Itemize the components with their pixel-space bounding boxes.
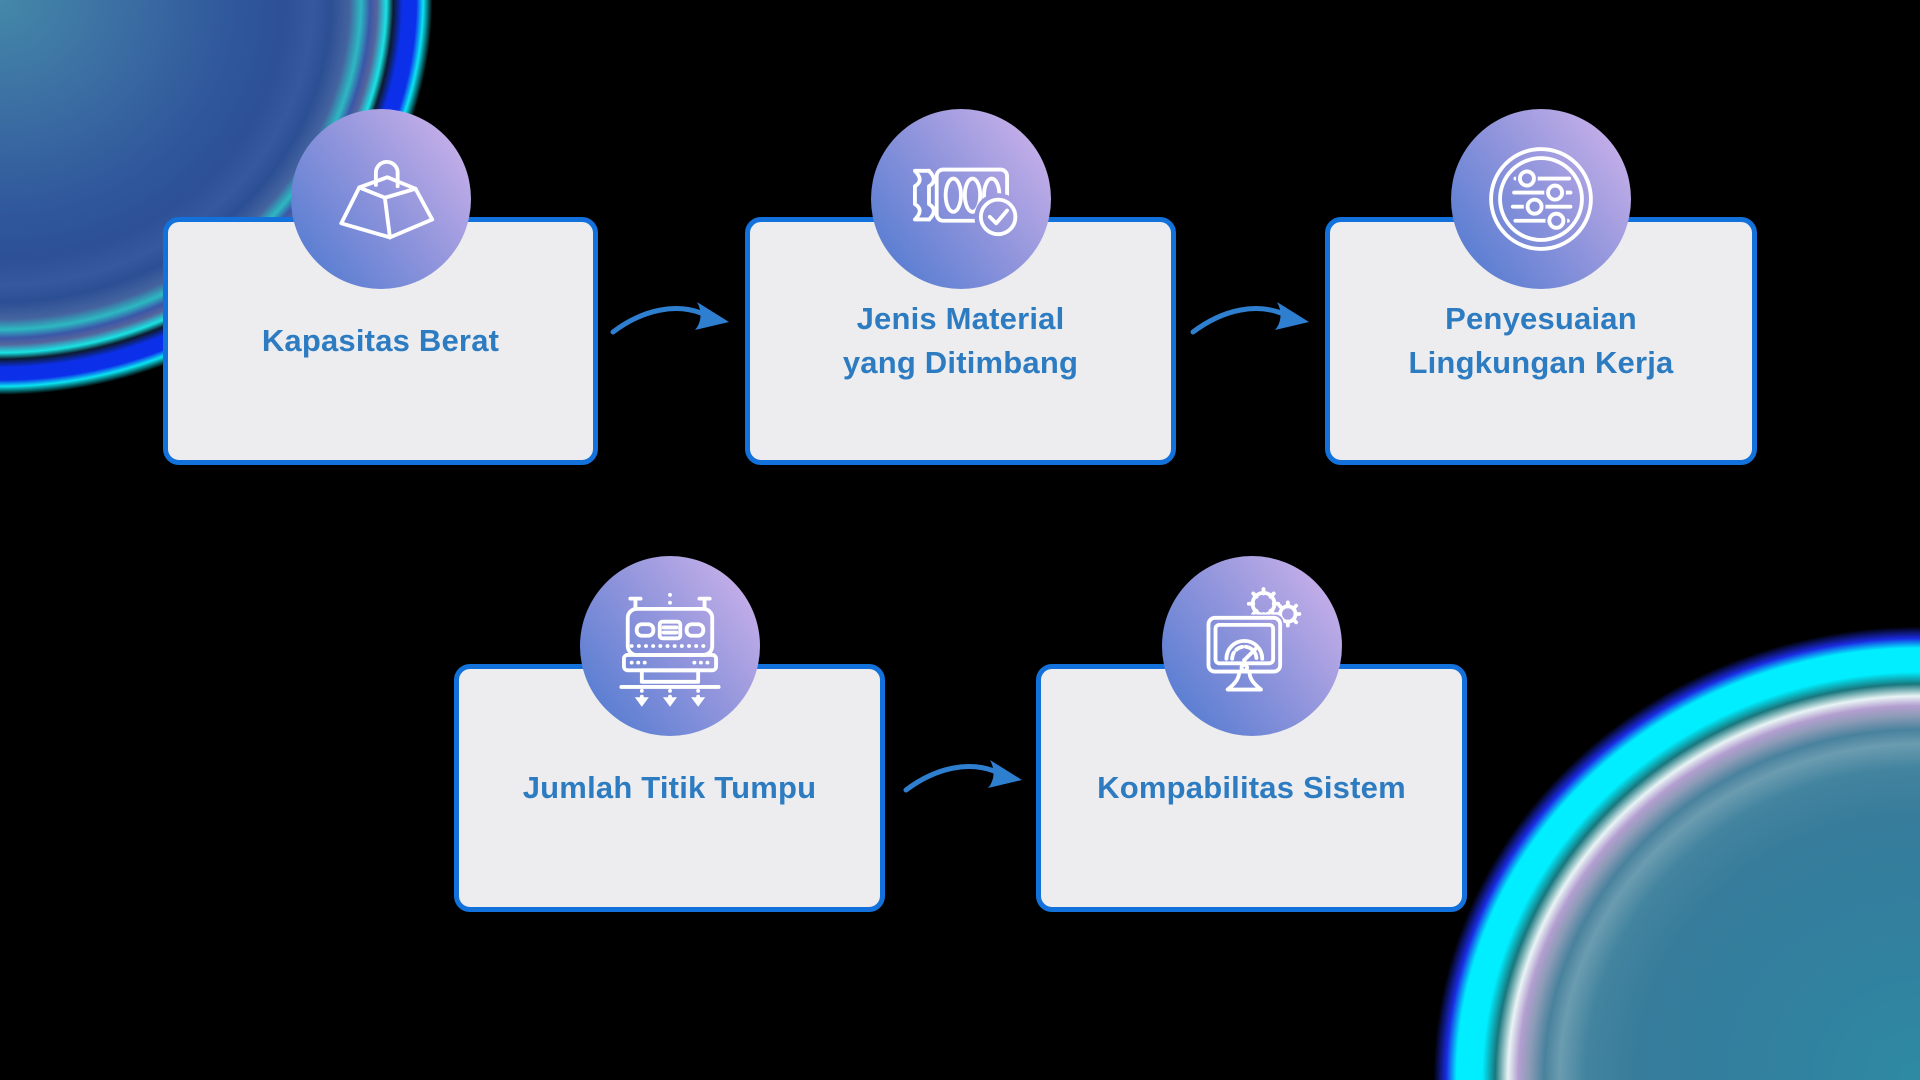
icon-badge	[1451, 109, 1631, 289]
arrow-right-icon	[903, 760, 1022, 793]
card-kapasitas-berat: Kapasitas Berat	[163, 109, 598, 465]
title-line: yang Ditimbang	[842, 345, 1079, 380]
icon-badge	[290, 109, 471, 289]
truck-support-points-icon	[618, 592, 721, 707]
card-title: Jenis Material yang Ditimbang	[843, 297, 1078, 385]
arrow-right-icon	[610, 302, 729, 335]
title-line: Jumlah Titik Tumpu	[522, 770, 817, 805]
card-penyesuaian-lingkungan: Penyesuaian Lingkungan Kerja	[1325, 109, 1757, 465]
card-title: Jumlah Titik Tumpu	[523, 766, 817, 810]
system-gauge-gears-icon	[1206, 587, 1301, 692]
icon-badge	[870, 109, 1051, 289]
title-line: Kapasitas Berat	[261, 323, 500, 358]
card-title: Kompabilitas Sistem	[1097, 766, 1406, 810]
icon-badge	[579, 556, 760, 736]
title-line: Kompabilitas Sistem	[1097, 770, 1406, 805]
card-title: Penyesuaian Lingkungan Kerja	[1408, 297, 1673, 385]
weight-icon	[338, 159, 434, 240]
environment-adjustment-sliders-icon	[1489, 147, 1593, 251]
card-jenis-material: Jenis Material yang Ditimbang	[745, 109, 1176, 465]
weighed-material-check-icon	[912, 167, 1017, 237]
card-jumlah-titik-tumpu: Jumlah Titik Tumpu	[454, 556, 885, 912]
arrow-right-icon	[1190, 302, 1309, 335]
title-line: Penyesuaian	[1445, 301, 1637, 336]
title-line: Lingkungan Kerja	[1408, 345, 1674, 380]
card-title: Kapasitas Berat	[262, 319, 499, 363]
card-kompabilitas-sistem: Kompabilitas Sistem	[1036, 556, 1467, 912]
title-line: Jenis Material	[856, 301, 1065, 336]
icon-badge	[1161, 556, 1342, 736]
